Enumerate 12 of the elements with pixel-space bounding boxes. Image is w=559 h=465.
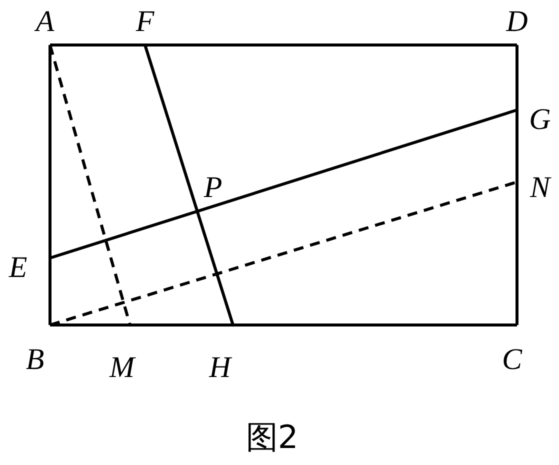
point-label: H <box>209 353 231 383</box>
point-label: N <box>530 173 550 203</box>
figure-caption: 图2 <box>246 421 298 453</box>
point-label: M <box>110 353 134 383</box>
point-label: F <box>136 7 154 37</box>
point-label: P <box>204 173 222 203</box>
point-label: A <box>36 7 54 37</box>
point-label: B <box>26 345 44 375</box>
point-label: C <box>502 345 522 375</box>
point-label: G <box>529 105 551 135</box>
point-label: E <box>8 253 28 283</box>
point-label: D <box>506 7 528 37</box>
